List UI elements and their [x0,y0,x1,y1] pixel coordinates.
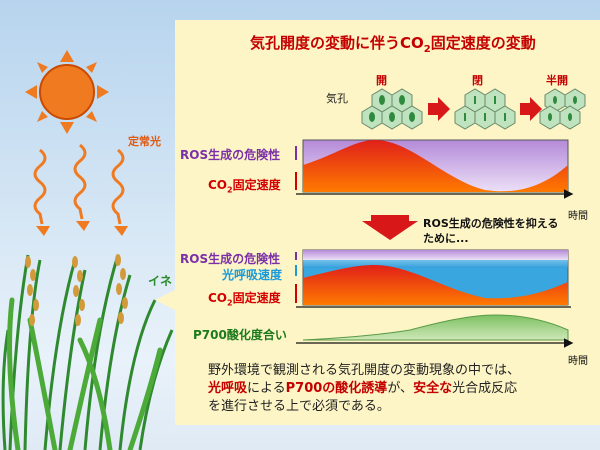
highlight-safe: 安全な [413,381,453,396]
bottom-chart [295,249,574,348]
top-time-label: 時間 [568,211,588,222]
highlight-p700-oxidation: P700の酸化誘導 [285,381,388,396]
rice-plant-icon [1,254,174,450]
bottom-co2-area [303,265,568,305]
title-prefix: 気孔開度の変動に伴う [250,34,401,52]
state-open-label: 開 [376,74,387,87]
conclusion-mid3: 光合成反応 [452,381,518,396]
p700-area [302,314,569,341]
arrow-open-to-closed-icon [428,97,450,121]
state-half-open-label: 半開 [546,74,568,87]
stomata-half-open-icon [539,88,586,130]
top-co2-area [303,140,568,192]
callout-pointer [155,290,175,310]
conclusion-line3: を進行させる上で必須である。 [208,399,390,414]
stomata-open-icon [361,88,423,130]
conclusion-mid1: による [247,381,286,396]
p700-label: P700酸化度合い [193,328,287,342]
bottom-ros-label: ROS生成の危険性 [180,252,281,266]
light-ray-arrowheads [36,221,128,236]
title-suffix: 固定速度の変動 [430,34,536,52]
top-co2-label: CO2固定速度 [208,176,281,194]
bottom-ros-band [303,250,568,260]
rice-label: イネ [148,274,173,288]
title-subscript: 2 [423,44,431,55]
state-closed-label: 閉 [472,74,483,87]
diagram-title: 気孔開度の変動に伴うCO2固定速度の変動 [250,32,536,55]
conclusion-mid2: が、 [387,381,414,396]
down-arrow-icon [362,215,418,240]
sun-icon [25,50,109,134]
conclusion-line1: 野外環境で観測される気孔開度の変動現象の中では、 [208,363,521,378]
bottom-co2-subscript: 2 [227,298,233,308]
light-rays-icon [33,143,125,225]
top-co2-suffix: 固定速度 [232,178,281,192]
highlight-photorespiration: 光呼吸 [208,381,248,396]
arrow-closed-to-half-icon [520,97,542,121]
bottom-co2-suffix: 固定速度 [232,291,281,305]
title-co2: CO [400,34,424,52]
stomata-closed-icon [454,88,516,130]
bottom-co2-prefix: CO [208,291,228,305]
bottom-time-label: 時間 [568,356,588,367]
conclusion-text: 野外環境で観測される気孔開度の変動現象の中では、光呼吸によるP700の酸化誘導が… [208,362,588,416]
top-ros-label: ROS生成の危険性 [180,148,281,162]
top-chart [295,139,574,199]
stomata-label: 気孔 [326,92,348,105]
top-co2-prefix: CO [208,178,228,192]
constant-light-label: 定常光 [128,135,161,148]
top-co2-subscript: 2 [227,185,233,195]
photorespiration-label: 光呼吸速度 [222,268,283,282]
bottom-co2-label: CO2固定速度 [208,289,281,307]
arrow-note: ROS生成の危険性を抑えるために... [423,217,559,245]
